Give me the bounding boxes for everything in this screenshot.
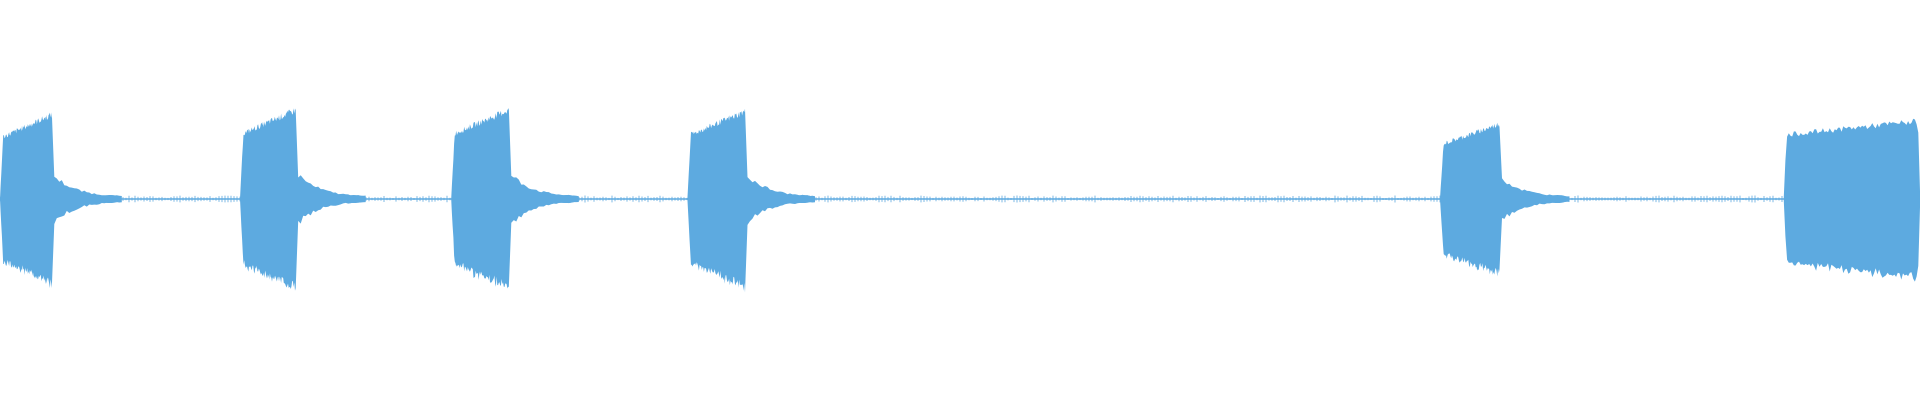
waveform-segment-3 <box>451 107 579 289</box>
waveform-ring-1 <box>98 195 121 203</box>
waveform-segments <box>0 107 1920 293</box>
waveform-segment-4 <box>687 108 815 293</box>
waveform-ring-4 <box>792 195 814 203</box>
waveform-ring-5 <box>1546 195 1569 203</box>
waveform-segment-1 <box>0 112 122 288</box>
waveform-segment-6 <box>1783 118 1920 282</box>
waveform-segment-5 <box>1440 122 1570 277</box>
waveform-ring-3 <box>555 195 578 203</box>
waveform-segment-2 <box>240 108 366 291</box>
waveform-ring-2 <box>342 195 365 203</box>
